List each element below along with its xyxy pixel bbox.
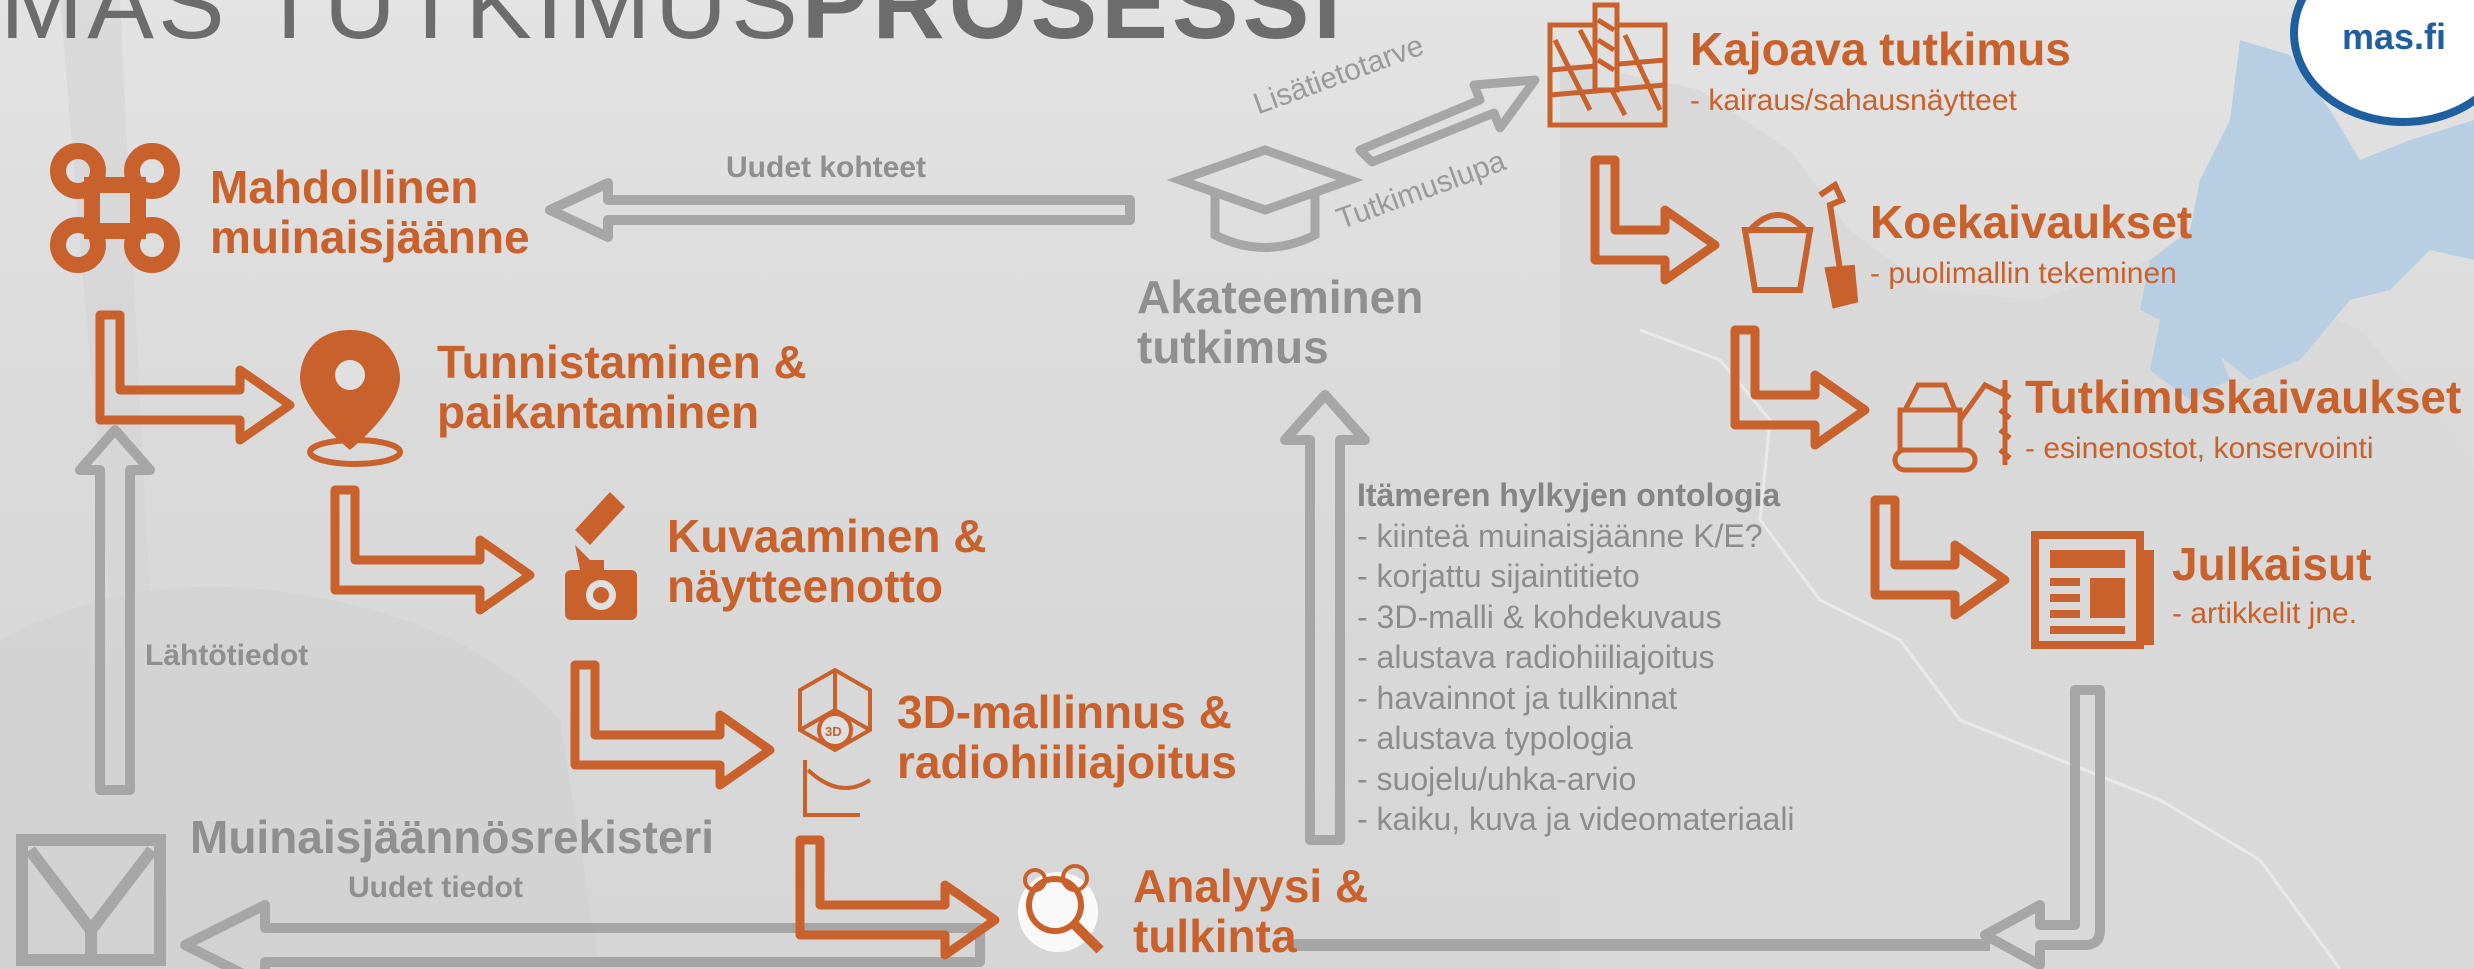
analysis-magnifier-icon [1018,864,1104,954]
map-land-detail [1639,328,2342,969]
label-uudet-tiedot: Uudet tiedot [348,871,523,904]
ontology-heading: Itämeren hylkyjen ontologia [1357,477,1781,513]
command-key-icon [50,143,180,273]
ontology-item: - alustava typologia [1357,720,1633,756]
arrow-right-3 [1870,495,2010,620]
step-akateeminen: Akateeminen tutkimus [1137,271,1424,373]
julkaisut-title: Julkaisut [2172,538,2372,590]
ontology-item: - havainnot ja tulkinnat [1357,679,1678,716]
page-title: MAS TUTKIMUSPROSESSI [0,0,1345,58]
kajoava-title: Kajoava tutkimus [1690,23,2071,75]
julkaisut-sub: - artikkelit jne. [2172,597,2358,630]
excavator-icon [1892,380,2012,473]
step-tunnistaminen: Tunnistaminen & paikantaminen [437,336,807,438]
koekaivaukset-title: Koekaivaukset [1870,196,2193,248]
bucket-shovel-icon [1741,180,1859,309]
step-rekisteri: Muinaisjäännösrekisteri [190,811,715,863]
ontology-list: Itämeren hylkyjen ontologia - kiinteä mu… [1357,475,1795,840]
ship-ghost [0,586,600,969]
arrow-uudet-tiedot [180,900,985,969]
koekaivaukset-sub: - puolimallin tekeminen [1870,257,2177,290]
arrow-step-4 [795,835,1000,960]
arrow-right-1 [1590,155,1720,285]
ontology-item: - 3D-malli & kohdekuvaus [1357,598,1722,635]
drill-core-icon [1547,2,1668,128]
3d-model-icon [798,667,872,817]
kajoava-sub: - kairaus/sahausnäytteet [1690,84,2017,117]
step-mahdollinen: Mahdollinen muinaisjäänne [210,161,530,263]
arrow-uudet-kohteet [545,178,1135,242]
arrow-step-2 [330,485,535,615]
title-bold: PROSESSI [801,0,1346,60]
newspaper-icon [2031,531,2154,649]
dropper-camera-icon [565,492,637,620]
map-sea [2140,40,2474,380]
tutkimuskaivaukset-sub: - esinenostot, konservointi [2025,432,2374,465]
ontology-item: - alustava radiohiiliajoitus [1357,639,1715,675]
step-analyysi: Analyysi & tulkinta [1133,860,1369,962]
title-middle: TUTKIMUS [258,0,802,60]
logo-text: mas.fi [2342,16,2447,57]
label-lahtotiedot: Lähtötiedot [145,639,309,672]
title-prefix: MAS [0,0,229,60]
arrow-akateeminen-up [1280,390,1370,845]
ontology-item: - kaiku, kuva ja videomateriaali [1357,801,1795,837]
label-uudet-kohteet: Uudet kohteet [726,151,927,184]
tutkimuskaivaukset-title: Tutkimuskaivaukset [2025,371,2462,423]
arrow-julkaisut-return [1980,685,2105,969]
arrow-step-3 [570,660,775,790]
arrow-lisatietotarve [1355,75,1540,167]
arrow-right-2 [1730,325,1870,450]
map-pin-icon [300,330,403,467]
step-kuvaaminen: Kuvaaminen & näytteenotto [667,510,987,612]
book-register-icon [16,834,166,966]
arrow-step-1 [95,310,295,445]
graduation-cap-icon [1166,145,1364,252]
ontology-item: - korjattu sijaintitieto [1357,558,1640,594]
step-mallinnus: 3D-mallinnus & radiohiiliajoitus [897,686,1237,788]
map-sea-gulf [2150,320,2230,400]
ontology-item: - suojelu/uhka-arvio [1357,760,1637,797]
arrow-lahtotiedot [75,425,155,795]
svg-text:3D: 3D [825,724,842,739]
ontology-item: - kiinteä muinaisjäänne K/E? [1357,517,1763,554]
